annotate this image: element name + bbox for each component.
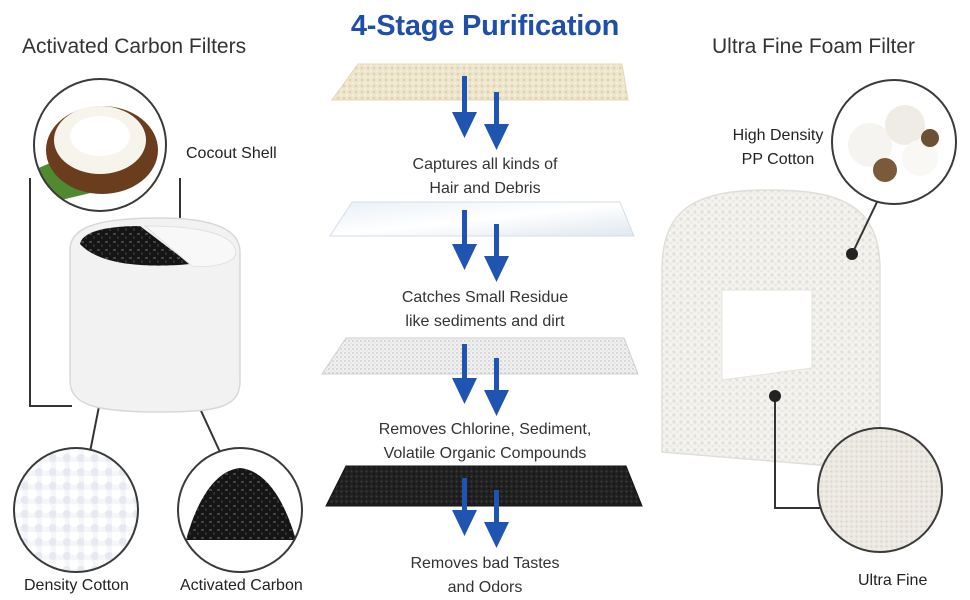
stage-4-layer xyxy=(325,465,643,507)
pp-cotton-label: High Density PP Cotton xyxy=(726,124,830,172)
foam-filter-image xyxy=(661,189,881,471)
activated-carbon-image xyxy=(177,447,303,573)
stage-1-layer xyxy=(331,63,629,101)
pp-cotton-label-line-2: PP Cotton xyxy=(741,151,815,168)
stage-3-caption: Removes Chlorine, Sediment, Volatile Org… xyxy=(0,418,970,466)
left-section-title: Activated Carbon Filters xyxy=(22,35,247,58)
down-arrow-icon xyxy=(452,76,509,548)
pp-cotton-label-line-1: High Density xyxy=(732,127,824,144)
connector-dot xyxy=(846,248,858,260)
connector-dot xyxy=(769,390,781,402)
stage-4-caption: Removes bad Tastes and Odors xyxy=(0,552,970,600)
activated-carbon-label: Activated Carbon xyxy=(180,577,303,594)
carbon-filter-cup xyxy=(69,217,241,413)
coconut-shell-label: Cocout Shell xyxy=(186,145,277,162)
stage-2-caption: Catches Small Residue like sediments and… xyxy=(0,286,970,334)
stage-3-layer xyxy=(321,337,639,375)
pp-cotton-image xyxy=(831,79,957,205)
ultra-fine-label: Ultra Fine xyxy=(858,572,928,589)
right-section-title: Ultra Fine Foam Filter xyxy=(712,35,916,58)
stage-1-line-2: Hair and Debris xyxy=(429,180,541,197)
stage-1-caption: Captures all kinds of Hair and Debris xyxy=(0,153,970,201)
density-cotton-image xyxy=(13,447,139,573)
stage-1-line-1: Captures all kinds of xyxy=(412,156,558,173)
coconut-shell-image xyxy=(33,78,167,212)
stage-3-line-1: Removes Chlorine, Sediment, xyxy=(378,421,592,438)
stage-2-layer xyxy=(329,201,635,237)
stage-2-line-1: Catches Small Residue xyxy=(401,289,569,306)
ultra-fine-image xyxy=(817,427,943,553)
page-title: 4-Stage Purification xyxy=(350,10,620,42)
stage-4-line-1: Removes bad Tastes xyxy=(410,555,560,572)
stage-3-line-2: Volatile Organic Compounds xyxy=(383,445,587,462)
stage-4-line-2: and Odors xyxy=(447,579,523,596)
stage-2-line-2: like sediments and dirt xyxy=(405,313,565,330)
density-cotton-label: Density Cotton xyxy=(24,577,129,594)
right-connectors xyxy=(774,199,879,509)
